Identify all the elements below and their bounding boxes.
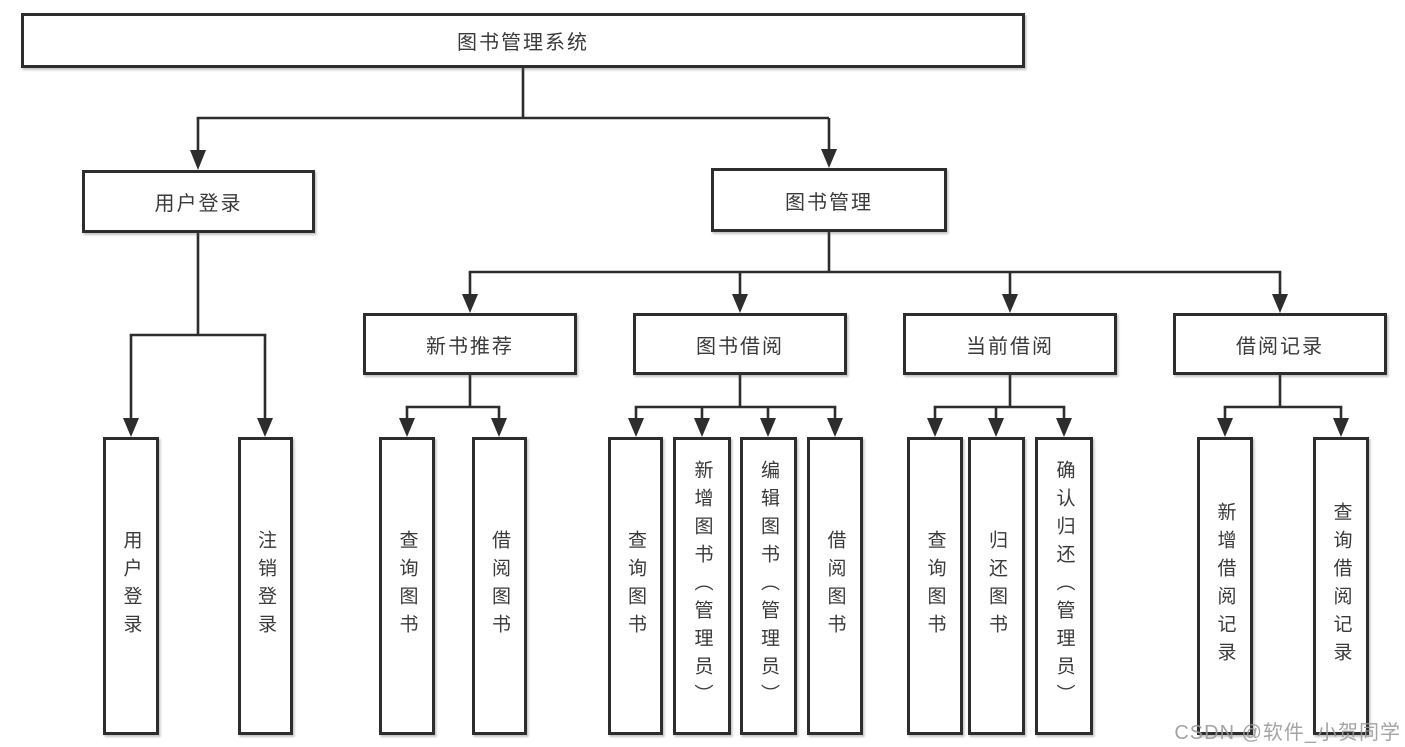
leaf-logout-label: 注销登录 <box>255 530 276 642</box>
leaf-borrow-edit-book: 编辑图书（管理员） <box>740 437 797 735</box>
leaf-user-login: 用户登录 <box>103 437 159 735</box>
node-new-book-recommend: 新书推荐 <box>363 313 577 375</box>
node-new-book-recommend-label: 新书推荐 <box>426 335 514 358</box>
leaf-recommend-borrow-book: 借阅图书 <box>472 437 527 735</box>
node-book-management-label: 图书管理 <box>785 191 873 214</box>
leaf-recommend-query-book-label: 查询图书 <box>396 530 418 642</box>
node-book-management: 图书管理 <box>711 168 947 232</box>
node-current-borrow: 当前借阅 <box>903 313 1117 375</box>
node-book-borrow-label: 图书借阅 <box>696 335 784 358</box>
leaf-borrow-edit-book-label: 编辑图书（管理员） <box>758 460 779 712</box>
leaf-current-confirm-return: 确认归还（管理员） <box>1035 437 1093 735</box>
node-root: 图书管理系统 <box>21 13 1025 68</box>
leaf-logout: 注销登录 <box>238 437 293 735</box>
leaf-borrow-borrow-book: 借阅图书 <box>807 437 863 735</box>
node-user-login: 用户登录 <box>82 170 315 233</box>
leaf-borrow-add-book-label: 新增图书（管理员） <box>691 460 713 712</box>
leaf-borrow-query-book: 查询图书 <box>608 437 663 735</box>
node-book-borrow: 图书借阅 <box>633 313 847 375</box>
leaf-borrow-borrow-book-label: 借阅图书 <box>824 530 846 642</box>
leaf-current-return-book: 归还图书 <box>968 437 1025 735</box>
node-root-label: 图书管理系统 <box>457 32 589 54</box>
leaf-borrow-add-book: 新增图书（管理员） <box>673 437 731 735</box>
leaf-current-return-book-label: 归还图书 <box>986 530 1007 642</box>
leaf-user-login-label: 用户登录 <box>120 530 142 642</box>
leaf-recommend-query-book: 查询图书 <box>379 437 435 735</box>
csdn-watermark: CSDN @软件_小贺同学 <box>1174 722 1401 744</box>
leaf-records-query-record-label: 查询借阅记录 <box>1330 502 1352 670</box>
leaf-current-query-book-label: 查询图书 <box>924 530 946 642</box>
node-borrow-records: 借阅记录 <box>1173 313 1387 375</box>
leaf-records-add-record: 新增借阅记录 <box>1197 437 1253 735</box>
leaf-borrow-query-book-label: 查询图书 <box>625 530 646 642</box>
leaf-recommend-borrow-book-label: 借阅图书 <box>489 530 510 642</box>
leaf-current-query-book: 查询图书 <box>907 437 963 735</box>
node-user-login-label: 用户登录 <box>154 193 243 215</box>
leaf-records-query-record: 查询借阅记录 <box>1313 437 1369 735</box>
arrowheads <box>123 149 1349 437</box>
leaf-current-confirm-return-label: 确认归还（管理员） <box>1053 460 1075 712</box>
node-borrow-records-label: 借阅记录 <box>1236 335 1324 358</box>
leaf-records-add-record-label: 新增借阅记录 <box>1214 502 1236 670</box>
node-current-borrow-label: 当前借阅 <box>966 335 1054 358</box>
